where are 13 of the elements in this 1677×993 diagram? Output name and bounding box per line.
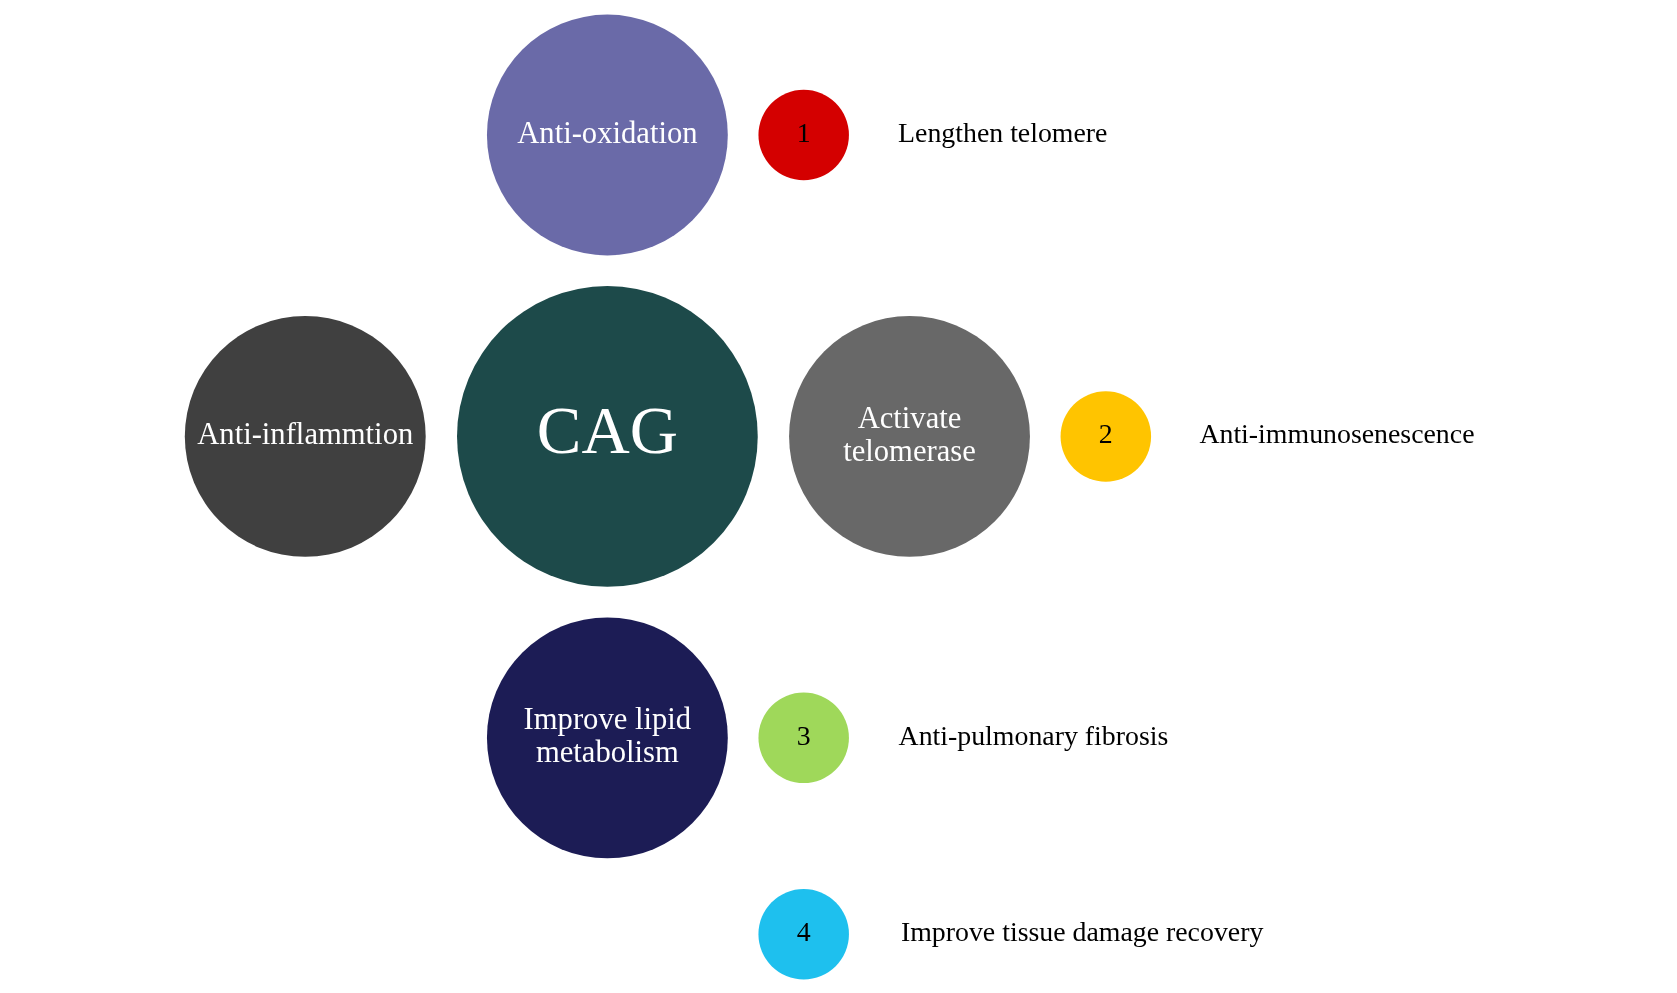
- node-circle: 4: [758, 888, 849, 979]
- node-circle: Anti-oxidation: [486, 14, 728, 255]
- node-circle: Improve lipid metabolism: [486, 616, 728, 858]
- node-label: Improve tissue damage recovery: [900, 915, 1264, 947]
- node-label: Anti-immunosenescence: [1199, 417, 1475, 449]
- node-circle: Activate telomerase: [789, 315, 1030, 557]
- node-label: Lengthen telomere: [898, 116, 1108, 148]
- node-circle: 3: [758, 692, 849, 783]
- node-circle: CAG: [457, 285, 758, 587]
- node-circle: 1: [758, 89, 849, 180]
- node-label: Anti-pulmonary fibrosis: [898, 719, 1169, 751]
- node-circle: 2: [1060, 390, 1152, 482]
- node-circle: Anti-inflammtion: [184, 315, 426, 557]
